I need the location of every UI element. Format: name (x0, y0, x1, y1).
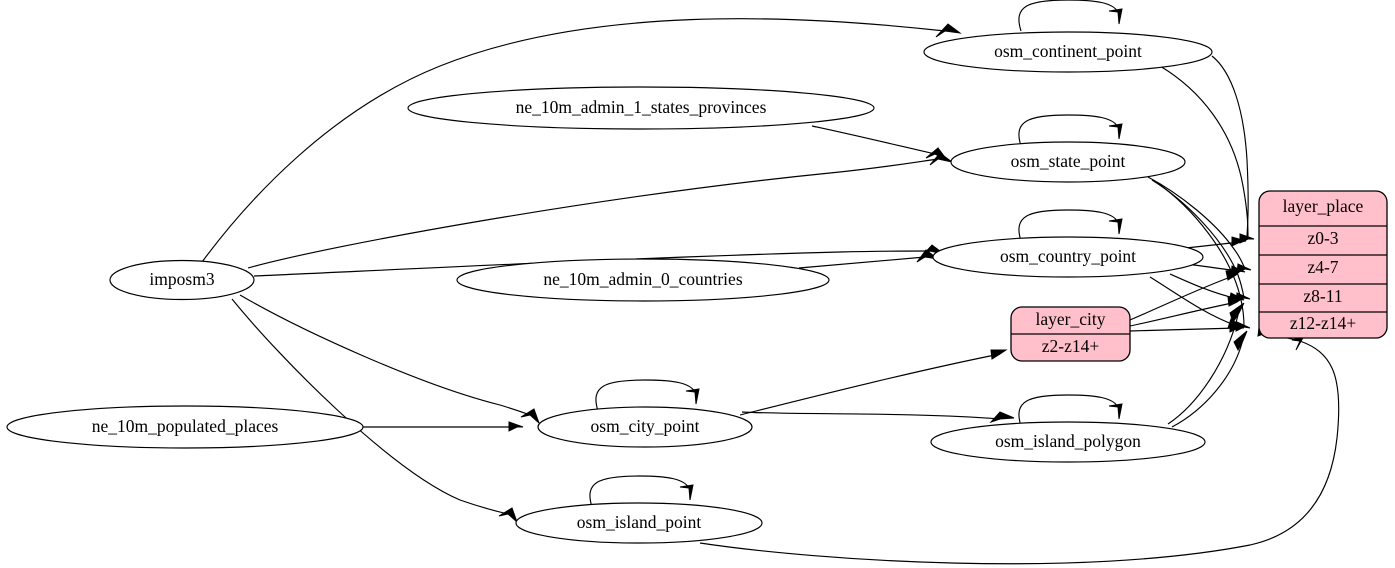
layer-city-row-z2-z14[interactable]: z2-z14+ (1042, 336, 1100, 356)
node-osm-state-point[interactable]: osm_state_point (950, 141, 1186, 183)
edge-state-point-to-layer-place-z12-z14 (1155, 181, 1251, 332)
node-osm-island-polygon[interactable]: osm_island_polygon (930, 421, 1206, 463)
edge-imposm3-to-city-point (239, 294, 540, 424)
edge-ne-populated-to-city-point (363, 421, 524, 432)
node-osm-country-point[interactable]: osm_country_point (932, 236, 1204, 278)
edge-imposm3-to-island-point (231, 298, 518, 523)
layer-place-row-z4-7[interactable]: z4-7 (1307, 257, 1338, 277)
edge-island-polygon-to-layer-place-z12-z14 (1171, 330, 1248, 428)
node-ne-states-label: ne_10m_admin_1_states_provinces (516, 97, 767, 117)
node-imposm3-label: imposm3 (149, 269, 214, 289)
edge-country-point-self-loop (1018, 209, 1123, 242)
layer-place-row-z0-3[interactable]: z0-3 (1307, 228, 1338, 248)
node-state-point-label: osm_state_point (1011, 151, 1126, 171)
edge-country-point-to-layer-place-z0-3 (1185, 236, 1247, 249)
layer-place-row-z12-z14[interactable]: z12-z14+ (1290, 313, 1356, 333)
node-ne-populated-label: ne_10m_populated_places (92, 416, 279, 436)
edge-city-point-to-layer-city (739, 349, 1008, 416)
edge-layer-city-to-layer-place-z12-z14 (1129, 322, 1245, 333)
edge-state-point-self-loop (1018, 114, 1123, 147)
node-ne-countries-label: ne_10m_admin_0_countries (543, 269, 742, 289)
edge-layer-city-to-layer-place-z4-7 (1129, 269, 1243, 321)
node-imposm3[interactable]: imposm3 (109, 259, 255, 301)
node-city-point-label: osm_city_point (591, 416, 700, 436)
edge-imposm3-to-state-point (247, 152, 953, 269)
edge-city-point-self-loop (595, 379, 700, 412)
node-country-point-label: osm_country_point (1000, 246, 1136, 266)
node-ne-10m-admin-0-countries[interactable]: ne_10m_admin_0_countries (456, 258, 830, 302)
node-osm-island-point[interactable]: osm_island_point (515, 502, 763, 544)
edge-continent-point-self-loop (1018, 0, 1123, 32)
edge-island-polygon-self-loop (1018, 394, 1123, 427)
layer-place-body (1258, 190, 1388, 339)
node-ne-10m-populated-places[interactable]: ne_10m_populated_places (6, 405, 364, 449)
node-osm-city-point[interactable]: osm_city_point (537, 406, 753, 448)
edge-continent-down-connector (1211, 55, 1249, 237)
node-island-polygon-label: osm_island_polygon (995, 431, 1141, 451)
node-ne-10m-admin-1-states-provinces[interactable]: ne_10m_admin_1_states_provinces (407, 86, 875, 130)
node-island-point-label: osm_island_point (577, 512, 702, 532)
edge-imposm3-to-continent-point (201, 18, 962, 263)
layer-city-title: layer_city (1036, 309, 1106, 329)
record-node-layer-place[interactable]: layer_place z0-3 z4-7 z8-11 z12-z14+ (1258, 190, 1388, 339)
node-continent-point-label: osm_continent_point (994, 41, 1142, 61)
record-node-layer-city[interactable]: layer_city z2-z14+ (1010, 306, 1131, 362)
layer-place-row-z8-11[interactable]: z8-11 (1303, 286, 1342, 306)
edge-layer-city-to-layer-place-z8-11 (1129, 296, 1245, 327)
edge-island-polygon-to-layer-place-z8-11 (1167, 302, 1245, 425)
edge-island-point-self-loop (589, 475, 694, 508)
edge-city-point-to-island-polygon (741, 411, 1015, 424)
edge-ne-states-to-state-point (811, 125, 948, 161)
edge-layer (201, 0, 1340, 565)
node-osm-continent-point[interactable]: osm_continent_point (923, 31, 1213, 73)
layer-place-title: layer_place (1283, 196, 1364, 216)
